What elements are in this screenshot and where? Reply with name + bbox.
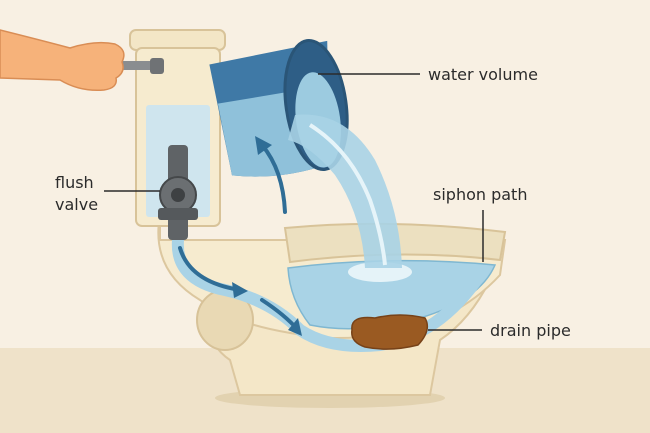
- label-siphon-path: siphon path: [433, 185, 527, 204]
- arrow-head-icon: [232, 282, 248, 298]
- label-flush-valve-line2: valve: [55, 195, 98, 214]
- arrow-head-icon: [255, 136, 272, 155]
- water-stream: [288, 114, 402, 268]
- arrow-head-icon: [288, 318, 302, 336]
- hand-icon: [0, 29, 125, 92]
- label-water-volume: water volume: [428, 65, 538, 84]
- label-flush-valve-line1: flush: [55, 173, 94, 192]
- flush-valve: [158, 145, 198, 240]
- pour-arrow: [260, 143, 287, 214]
- label-drain-pipe: drain pipe: [490, 321, 571, 340]
- waste-blockage: [351, 314, 429, 350]
